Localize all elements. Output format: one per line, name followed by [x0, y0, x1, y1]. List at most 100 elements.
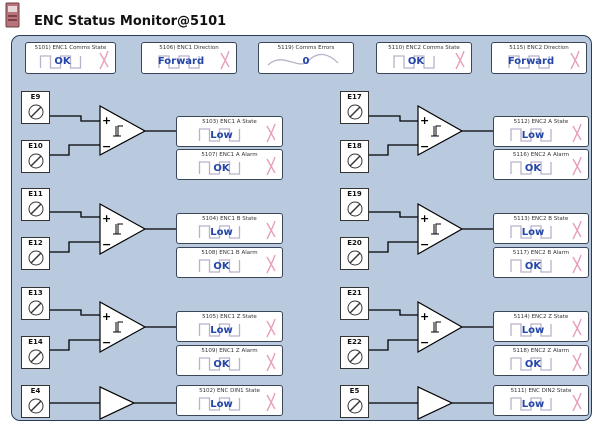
- plus-sign: +: [102, 310, 111, 323]
- enc1-a-state-panel[interactable]: 5103) ENC1 A State Low: [176, 116, 283, 147]
- enc2-b-alarm-panel[interactable]: 5117) ENC2 B Alarm OK: [493, 247, 589, 278]
- minus-sign: −: [420, 336, 429, 349]
- enc2-a-state-panel[interactable]: 5112) ENC2 A State Low: [493, 116, 589, 147]
- input-e10: E10: [21, 140, 50, 173]
- comparator-enc2-z: [417, 300, 464, 354]
- enc2-z-state-panel[interactable]: 5114) ENC2 Z State Low: [493, 311, 589, 342]
- minus-sign: −: [102, 336, 111, 349]
- terminal-icon: [347, 300, 363, 316]
- input-e14: E14: [21, 336, 50, 369]
- input-e17: E17: [340, 91, 369, 124]
- alarm-x-icon: [266, 220, 276, 240]
- terminal-icon: [347, 398, 363, 414]
- waveform-icon: [393, 50, 465, 70]
- enc1-comms-state-indicator[interactable]: 5101) ENC1 Comms State OK: [25, 42, 116, 74]
- waveform-icon: [510, 220, 582, 240]
- plus-sign: +: [420, 310, 429, 323]
- terminal-icon: [28, 153, 44, 169]
- indicator-caption: 5119) Comms Errors: [277, 45, 335, 51]
- terminal-icon: [28, 104, 44, 120]
- enc1-z-alarm-panel[interactable]: 5109) ENC1 Z Alarm OK: [176, 345, 283, 376]
- input-e9: E9: [21, 91, 50, 124]
- waveform-icon: [198, 156, 276, 176]
- waveform-icon: [198, 352, 276, 372]
- comparator-enc2-b: [417, 202, 464, 256]
- alarm-x-icon: [572, 123, 582, 143]
- enc1-a-alarm-panel[interactable]: 5107) ENC1 A Alarm OK: [176, 149, 283, 180]
- alarm-x-icon: [572, 352, 582, 372]
- enc2-direction-indicator[interactable]: 5115) ENC2 Direction Forward: [491, 42, 587, 74]
- enc1-b-state-panel[interactable]: 5104) ENC1 B State Low: [176, 213, 283, 244]
- waveform-icon: [510, 156, 582, 176]
- buffer-din1: [99, 386, 136, 420]
- alarm-x-icon: [572, 318, 582, 338]
- plus-sign: +: [102, 114, 111, 127]
- enc2-comms-state-indicator[interactable]: 5110) ENC2 Comms State OK: [376, 42, 472, 74]
- window-title: ENC Status Monitor@5101: [34, 14, 227, 29]
- alarm-x-icon: [266, 156, 276, 176]
- waveform-icon: [198, 318, 276, 338]
- minus-sign: −: [420, 238, 429, 251]
- indicator-caption: 5115) ENC2 Direction: [509, 45, 569, 51]
- input-e19: E19: [340, 188, 369, 221]
- alarm-x-icon: [572, 220, 582, 240]
- enc1-direction-indicator[interactable]: 5106) ENC1 Direction Forward: [141, 42, 237, 74]
- drive-logo-icon: [5, 2, 20, 28]
- alarm-x-icon: [455, 50, 465, 70]
- waveform-icon: [508, 50, 580, 70]
- enc2-a-alarm-panel[interactable]: 5116) ENC2 A Alarm OK: [493, 149, 589, 180]
- indicator-caption: 5106) ENC1 Direction: [159, 45, 219, 51]
- enc-din1-state-panel[interactable]: 5102) ENC DIN1 State Low: [176, 385, 283, 416]
- plus-sign: +: [102, 212, 111, 225]
- enc2-b-state-panel[interactable]: 5113) ENC2 B State Low: [493, 213, 589, 244]
- enc-din2-state-panel[interactable]: 5111) ENC DIN2 State Low: [493, 385, 589, 416]
- input-e12: E12: [21, 237, 50, 270]
- alarm-x-icon: [266, 123, 276, 143]
- comms-errors-indicator[interactable]: 5119) Comms Errors 0: [258, 42, 354, 74]
- waveform-icon: [39, 50, 109, 70]
- indicator-value: 0: [302, 56, 310, 67]
- waveform-icon: [510, 392, 582, 412]
- terminal-icon: [347, 104, 363, 120]
- terminal-icon: [28, 250, 44, 266]
- input-e22: E22: [340, 336, 369, 369]
- alarm-x-icon: [570, 50, 580, 70]
- terminal-icon: [347, 201, 363, 217]
- input-e5: E5: [340, 385, 369, 418]
- minus-sign: −: [102, 238, 111, 251]
- minus-sign: −: [102, 140, 111, 153]
- waveform-icon: [198, 254, 276, 274]
- alarm-x-icon: [266, 392, 276, 412]
- terminal-icon: [347, 250, 363, 266]
- waveform-icon: [267, 53, 339, 66]
- alarm-x-icon: [99, 50, 109, 70]
- input-e4: E4: [21, 385, 50, 418]
- alarm-x-icon: [220, 50, 230, 70]
- plus-sign: +: [420, 114, 429, 127]
- comparator-enc1-z: [99, 300, 147, 354]
- terminal-icon: [28, 201, 44, 217]
- comparator-enc1-a: [99, 104, 147, 156]
- alarm-x-icon: [572, 156, 582, 176]
- plus-sign: +: [420, 212, 429, 225]
- indicator-value: OK: [54, 56, 71, 67]
- minus-sign: −: [420, 140, 429, 153]
- waveform-icon: [198, 123, 276, 143]
- enc2-z-alarm-panel[interactable]: 5118) ENC2 Z Alarm OK: [493, 345, 589, 376]
- indicator-caption: 5101) ENC1 Comms State: [34, 45, 107, 51]
- input-e21: E21: [340, 287, 369, 320]
- waveform-icon: [510, 254, 582, 274]
- enc1-b-alarm-panel[interactable]: 5108) ENC1 B Alarm OK: [176, 247, 283, 278]
- indicator-value: Forward: [157, 56, 205, 67]
- waveform-icon: [510, 123, 582, 143]
- waveform-icon: [198, 220, 276, 240]
- enc1-z-state-panel[interactable]: 5105) ENC1 Z State Low: [176, 311, 283, 342]
- alarm-x-icon: [572, 392, 582, 412]
- waveform-icon: [198, 392, 276, 412]
- input-e20: E20: [340, 237, 369, 270]
- alarm-x-icon: [266, 254, 276, 274]
- indicator-value: Forward: [507, 56, 555, 67]
- waveform-icon: [158, 50, 230, 70]
- terminal-icon: [347, 153, 363, 169]
